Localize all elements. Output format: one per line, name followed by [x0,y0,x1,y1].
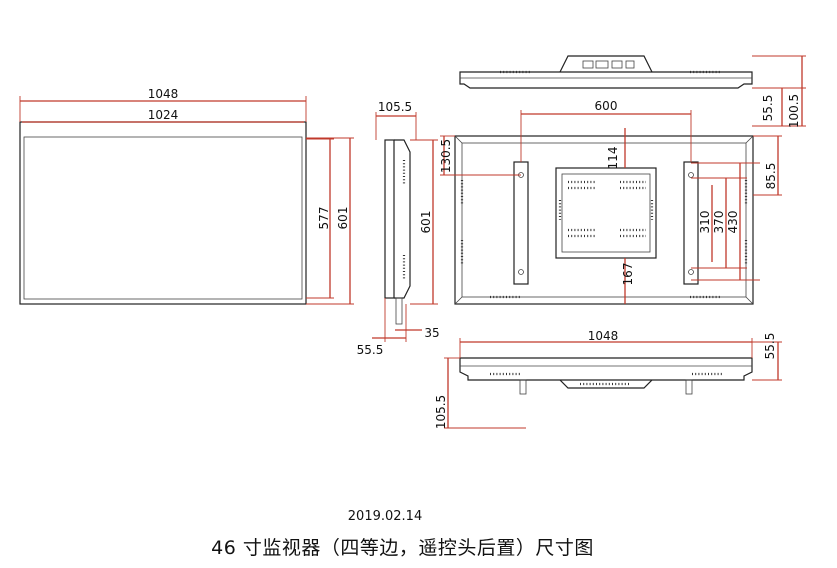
side-front-panel [384,139,395,299]
bottom-width-label: 1048 [588,329,619,343]
rear-hole-370-label: 370 [712,211,726,234]
top-box-outline [559,55,653,73]
bottom-box-outline [559,379,653,389]
bottom-view: 1048 55.5 105.5 [434,329,782,429]
front-screen-width-label: 1024 [148,108,179,122]
top-body-outline [459,71,753,89]
side-depth-label: 105.5 [378,100,412,114]
top-view: 55.5 100.5 [459,55,806,128]
rear-bracket-top-label: 130.5 [439,139,453,173]
rear-left-bracket [513,161,529,285]
side-back-shell [394,139,411,299]
rear-hole-310-label: 310 [698,211,712,234]
bottom-bracket-depth-label: 105.5 [434,395,448,429]
side-bracket [395,297,403,325]
drawing-title: 46 寸监视器（四等边，遥控头后置）尺寸图 [211,537,594,559]
rear-box-top-label: 114 [606,147,620,170]
rear-bracket-spacing-label: 600 [595,99,618,113]
bottom-height-label: 55.5 [763,333,777,360]
front-screen-height-label: 577 [317,207,331,230]
rear-right-bracket [683,161,699,285]
side-view: 105.5 601 55.5 35 [357,100,440,357]
front-screen-outline [23,136,303,300]
front-height-label: 601 [336,207,350,230]
rear-inner-outline [461,142,747,298]
rear-center-box [555,167,657,259]
top-height-100-label: 100.5 [787,94,801,128]
drawing-date: 2019.02.14 [347,509,423,524]
front-view: 1048 1024 577 601 [19,87,354,305]
rear-view: 600 130.5 114 167 310 370 430 85.5 [439,99,782,305]
rear-box-bottom-label: 167 [621,263,635,286]
side-bottom-offset-label: 55.5 [357,343,384,357]
front-bezel-outline [19,121,307,305]
side-height-label: 601 [419,211,433,234]
rear-outer-outline [454,135,754,305]
side-bottom-depth-label: 35 [424,326,439,340]
rear-hole-430-label: 430 [726,211,740,234]
top-height-55-label: 55.5 [761,95,775,122]
bottom-body-outline [459,357,753,381]
rear-right-offset-label: 85.5 [764,163,778,190]
front-width-label: 1048 [148,87,179,101]
